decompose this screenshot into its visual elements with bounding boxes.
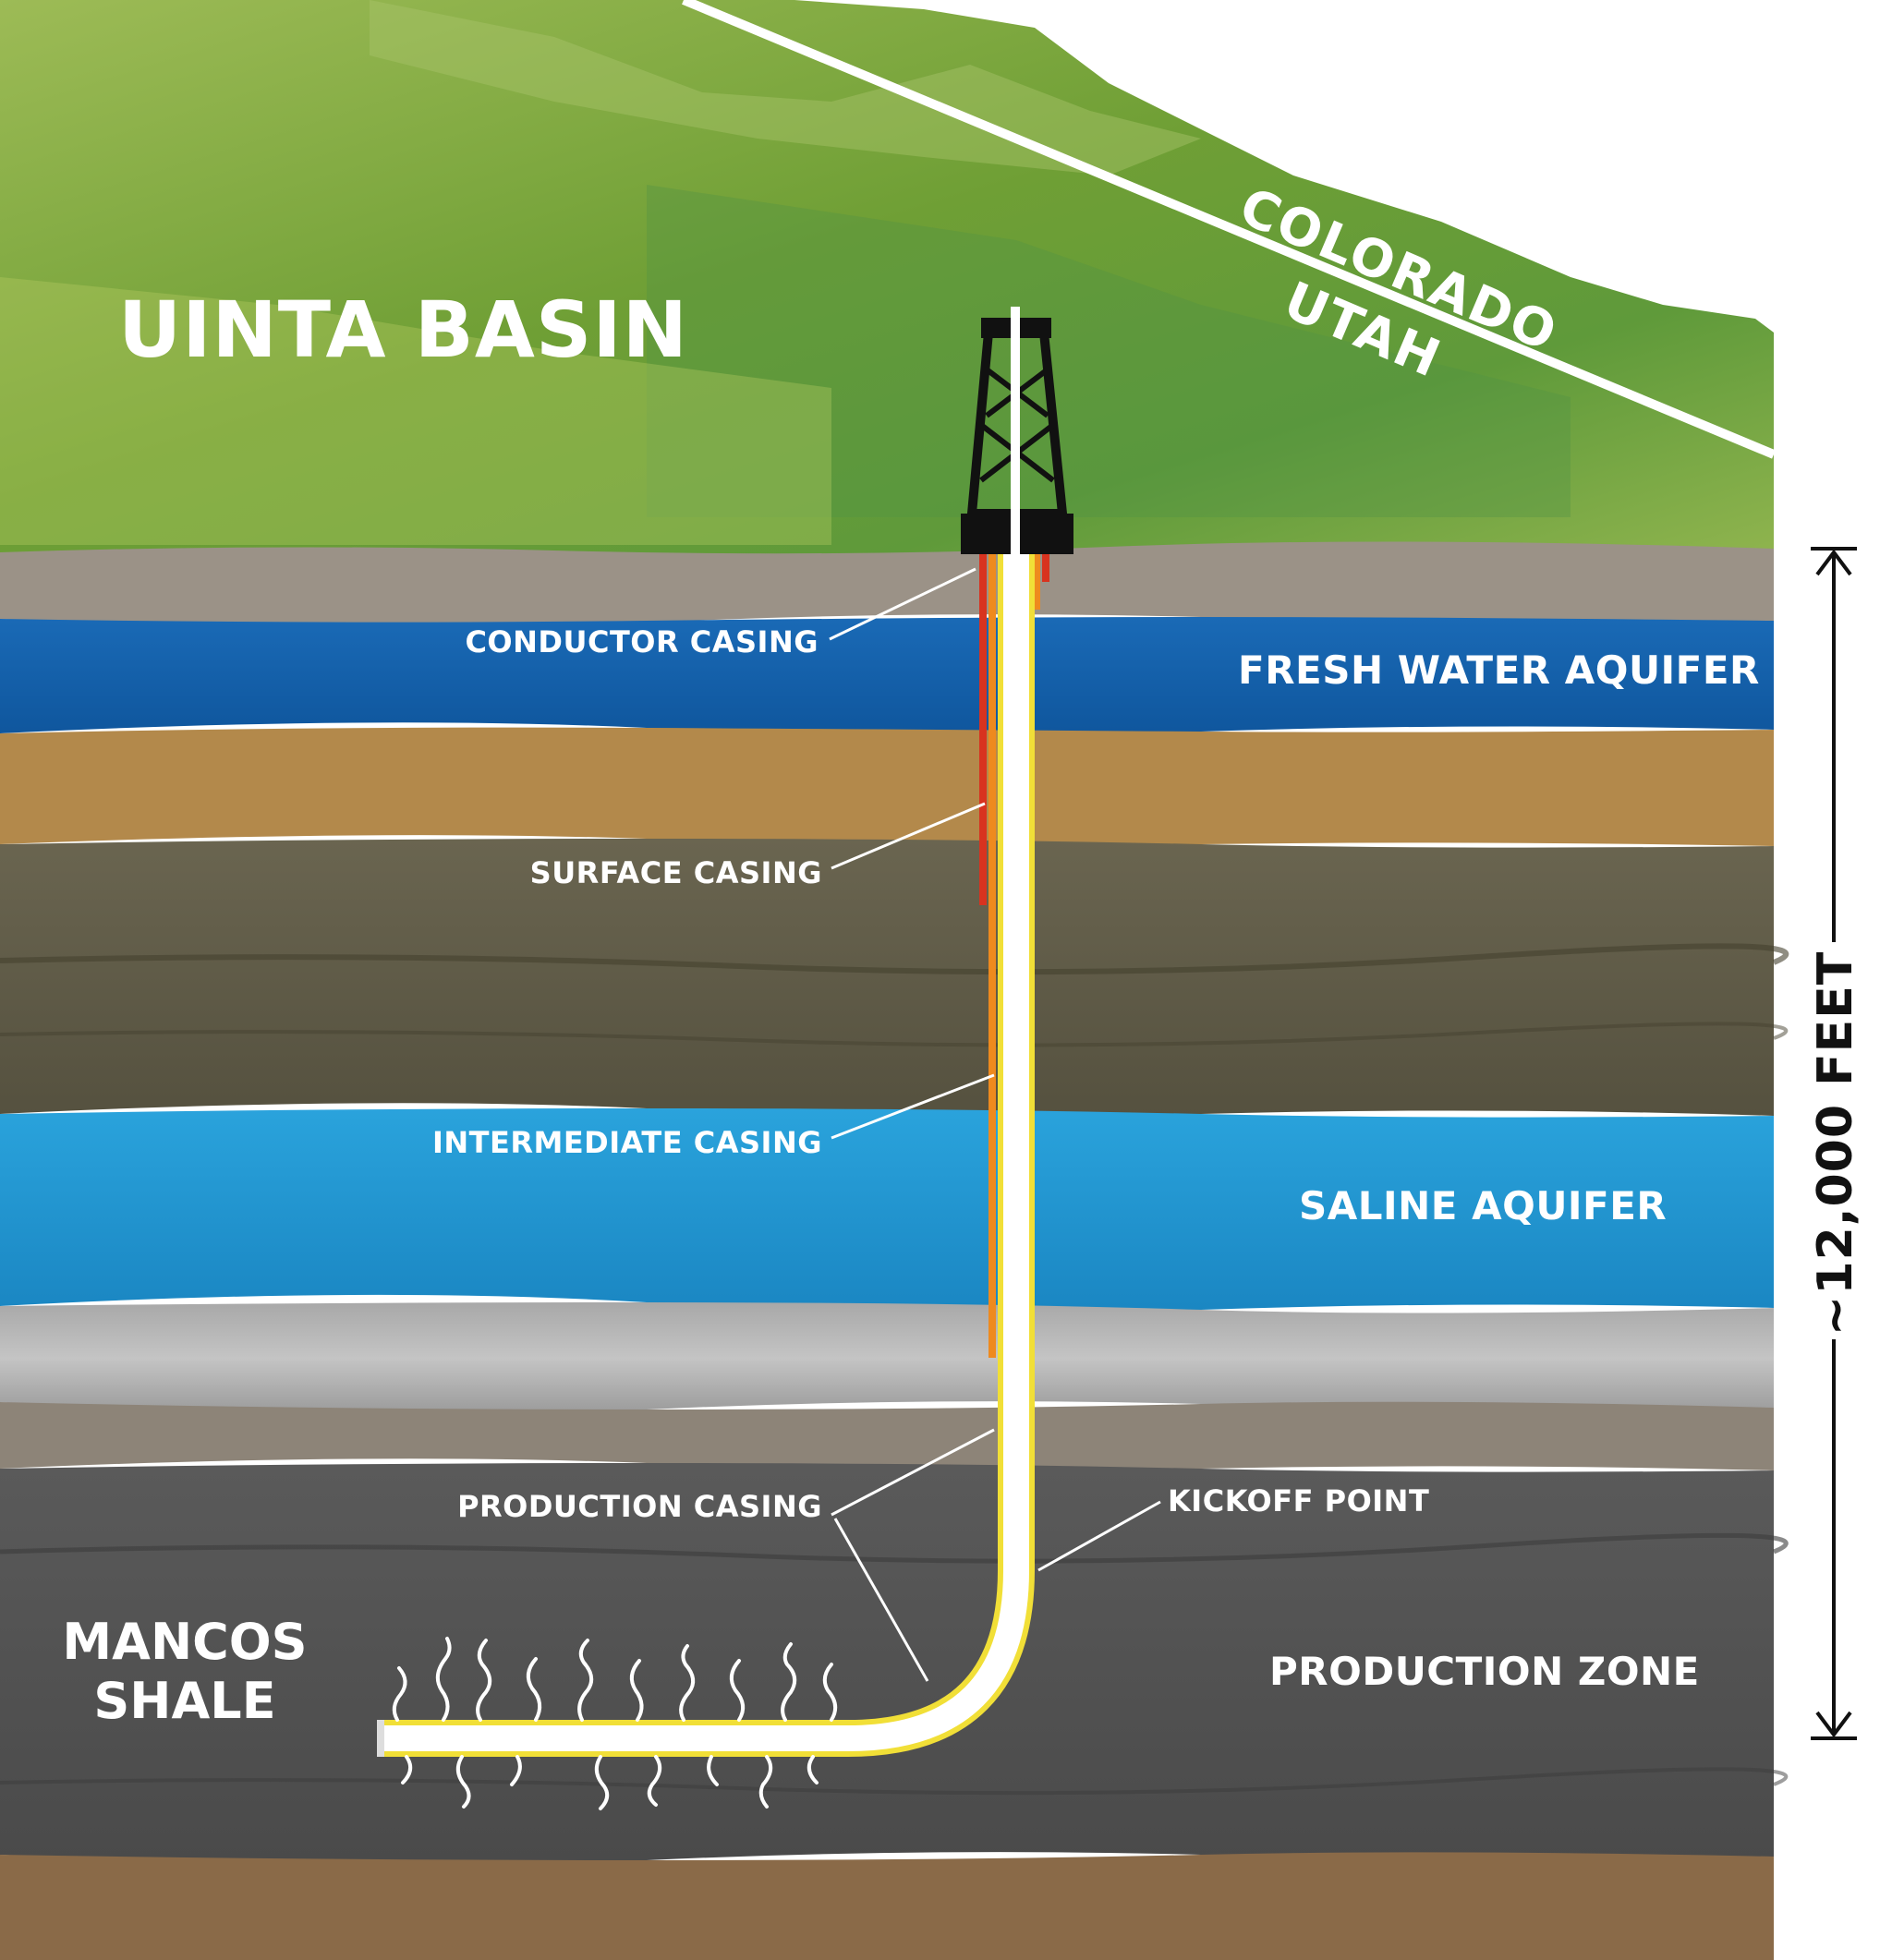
basin-title: UINTA BASIN <box>118 284 688 375</box>
leader-surface <box>831 802 986 870</box>
leader-intermediate <box>831 1073 995 1140</box>
layer-mancos-shale <box>0 1463 1774 1866</box>
production-casing-end <box>377 1720 384 1757</box>
leader-production-upper <box>831 1428 995 1517</box>
surface-casing-right <box>1033 554 1040 610</box>
fracture-up-6 <box>629 1659 644 1722</box>
fracture-up-8 <box>729 1659 746 1722</box>
state-border-line <box>682 0 1776 459</box>
drilling-rig <box>961 307 1073 554</box>
label-production-zone: PRODUCTION ZONE <box>1269 1649 1700 1694</box>
fracture-up-3 <box>476 1639 492 1722</box>
depth-arrow-down-icon <box>1815 1711 1852 1738</box>
callout-leaders <box>829 567 1161 1682</box>
layer-tan-soil <box>0 727 1774 846</box>
depth-label: ~12,000 FEET <box>1808 951 1863 1336</box>
fracture-up-10 <box>822 1663 838 1722</box>
depth-arrow-up-icon <box>1815 549 1852 576</box>
layer-grey-rock <box>0 1302 1774 1415</box>
surface-casing-left <box>988 554 996 1358</box>
label-saline-aquifer: SALINE AQUIFER <box>1299 1183 1667 1228</box>
label-mancos: MANCOS <box>62 1613 307 1671</box>
fracture-up-1 <box>392 1666 407 1722</box>
layer-fresh-water-aquifer <box>0 617 1774 736</box>
label-kickoff-point: KICKOFF POINT <box>1168 1483 1429 1518</box>
fracture-down-7 <box>758 1755 773 1809</box>
fracture-down-2 <box>455 1755 471 1809</box>
fracture-down-1 <box>401 1755 413 1785</box>
terrain-sheen <box>0 277 831 545</box>
fracture-down-8 <box>807 1755 819 1785</box>
fracture-down-4 <box>594 1755 610 1810</box>
conductor-casing-left <box>979 554 987 905</box>
layer-shale-streak-2 <box>0 1767 1789 1796</box>
leader-production-lower <box>833 1518 929 1682</box>
label-intermediate-casing: INTERMEDIATE CASING <box>432 1125 822 1160</box>
terrain-valley <box>647 185 1571 517</box>
depth-indicator <box>1811 547 1857 1740</box>
fracture-up-9 <box>781 1642 797 1722</box>
label-conductor-casing: CONDUCTOR CASING <box>465 624 819 659</box>
label-surface-casing: SURFACE CASING <box>530 855 822 890</box>
terrain-surface <box>0 0 1774 554</box>
fracture-down-3 <box>510 1755 522 1786</box>
fracture-up-4 <box>526 1657 542 1722</box>
leader-conductor <box>829 567 976 641</box>
fracture-network <box>392 1637 838 1810</box>
layer-dark-rock <box>0 839 1774 1117</box>
label-fresh-water-aquifer: FRESH WATER AQUIFER <box>1238 647 1760 693</box>
fracture-up-2 <box>435 1637 452 1722</box>
label-production-casing: PRODUCTION CASING <box>457 1489 822 1524</box>
layer-gravel-top <box>0 541 1774 629</box>
fracture-down-5 <box>647 1755 662 1807</box>
leader-kickoff <box>1037 1500 1161 1572</box>
conductor-casing-right <box>1042 554 1049 582</box>
fracture-up-7 <box>679 1644 696 1722</box>
layer-bottom-soil <box>0 1852 1774 1960</box>
production-casing-core <box>379 554 1029 1751</box>
layer-saline-aquifer <box>0 1108 1774 1313</box>
fracture-down-6 <box>707 1755 719 1786</box>
label-shale: SHALE <box>93 1672 275 1730</box>
fracture-up-5 <box>577 1639 594 1722</box>
layer-gravel-lower <box>0 1401 1774 1470</box>
rig-mast <box>1011 307 1020 554</box>
